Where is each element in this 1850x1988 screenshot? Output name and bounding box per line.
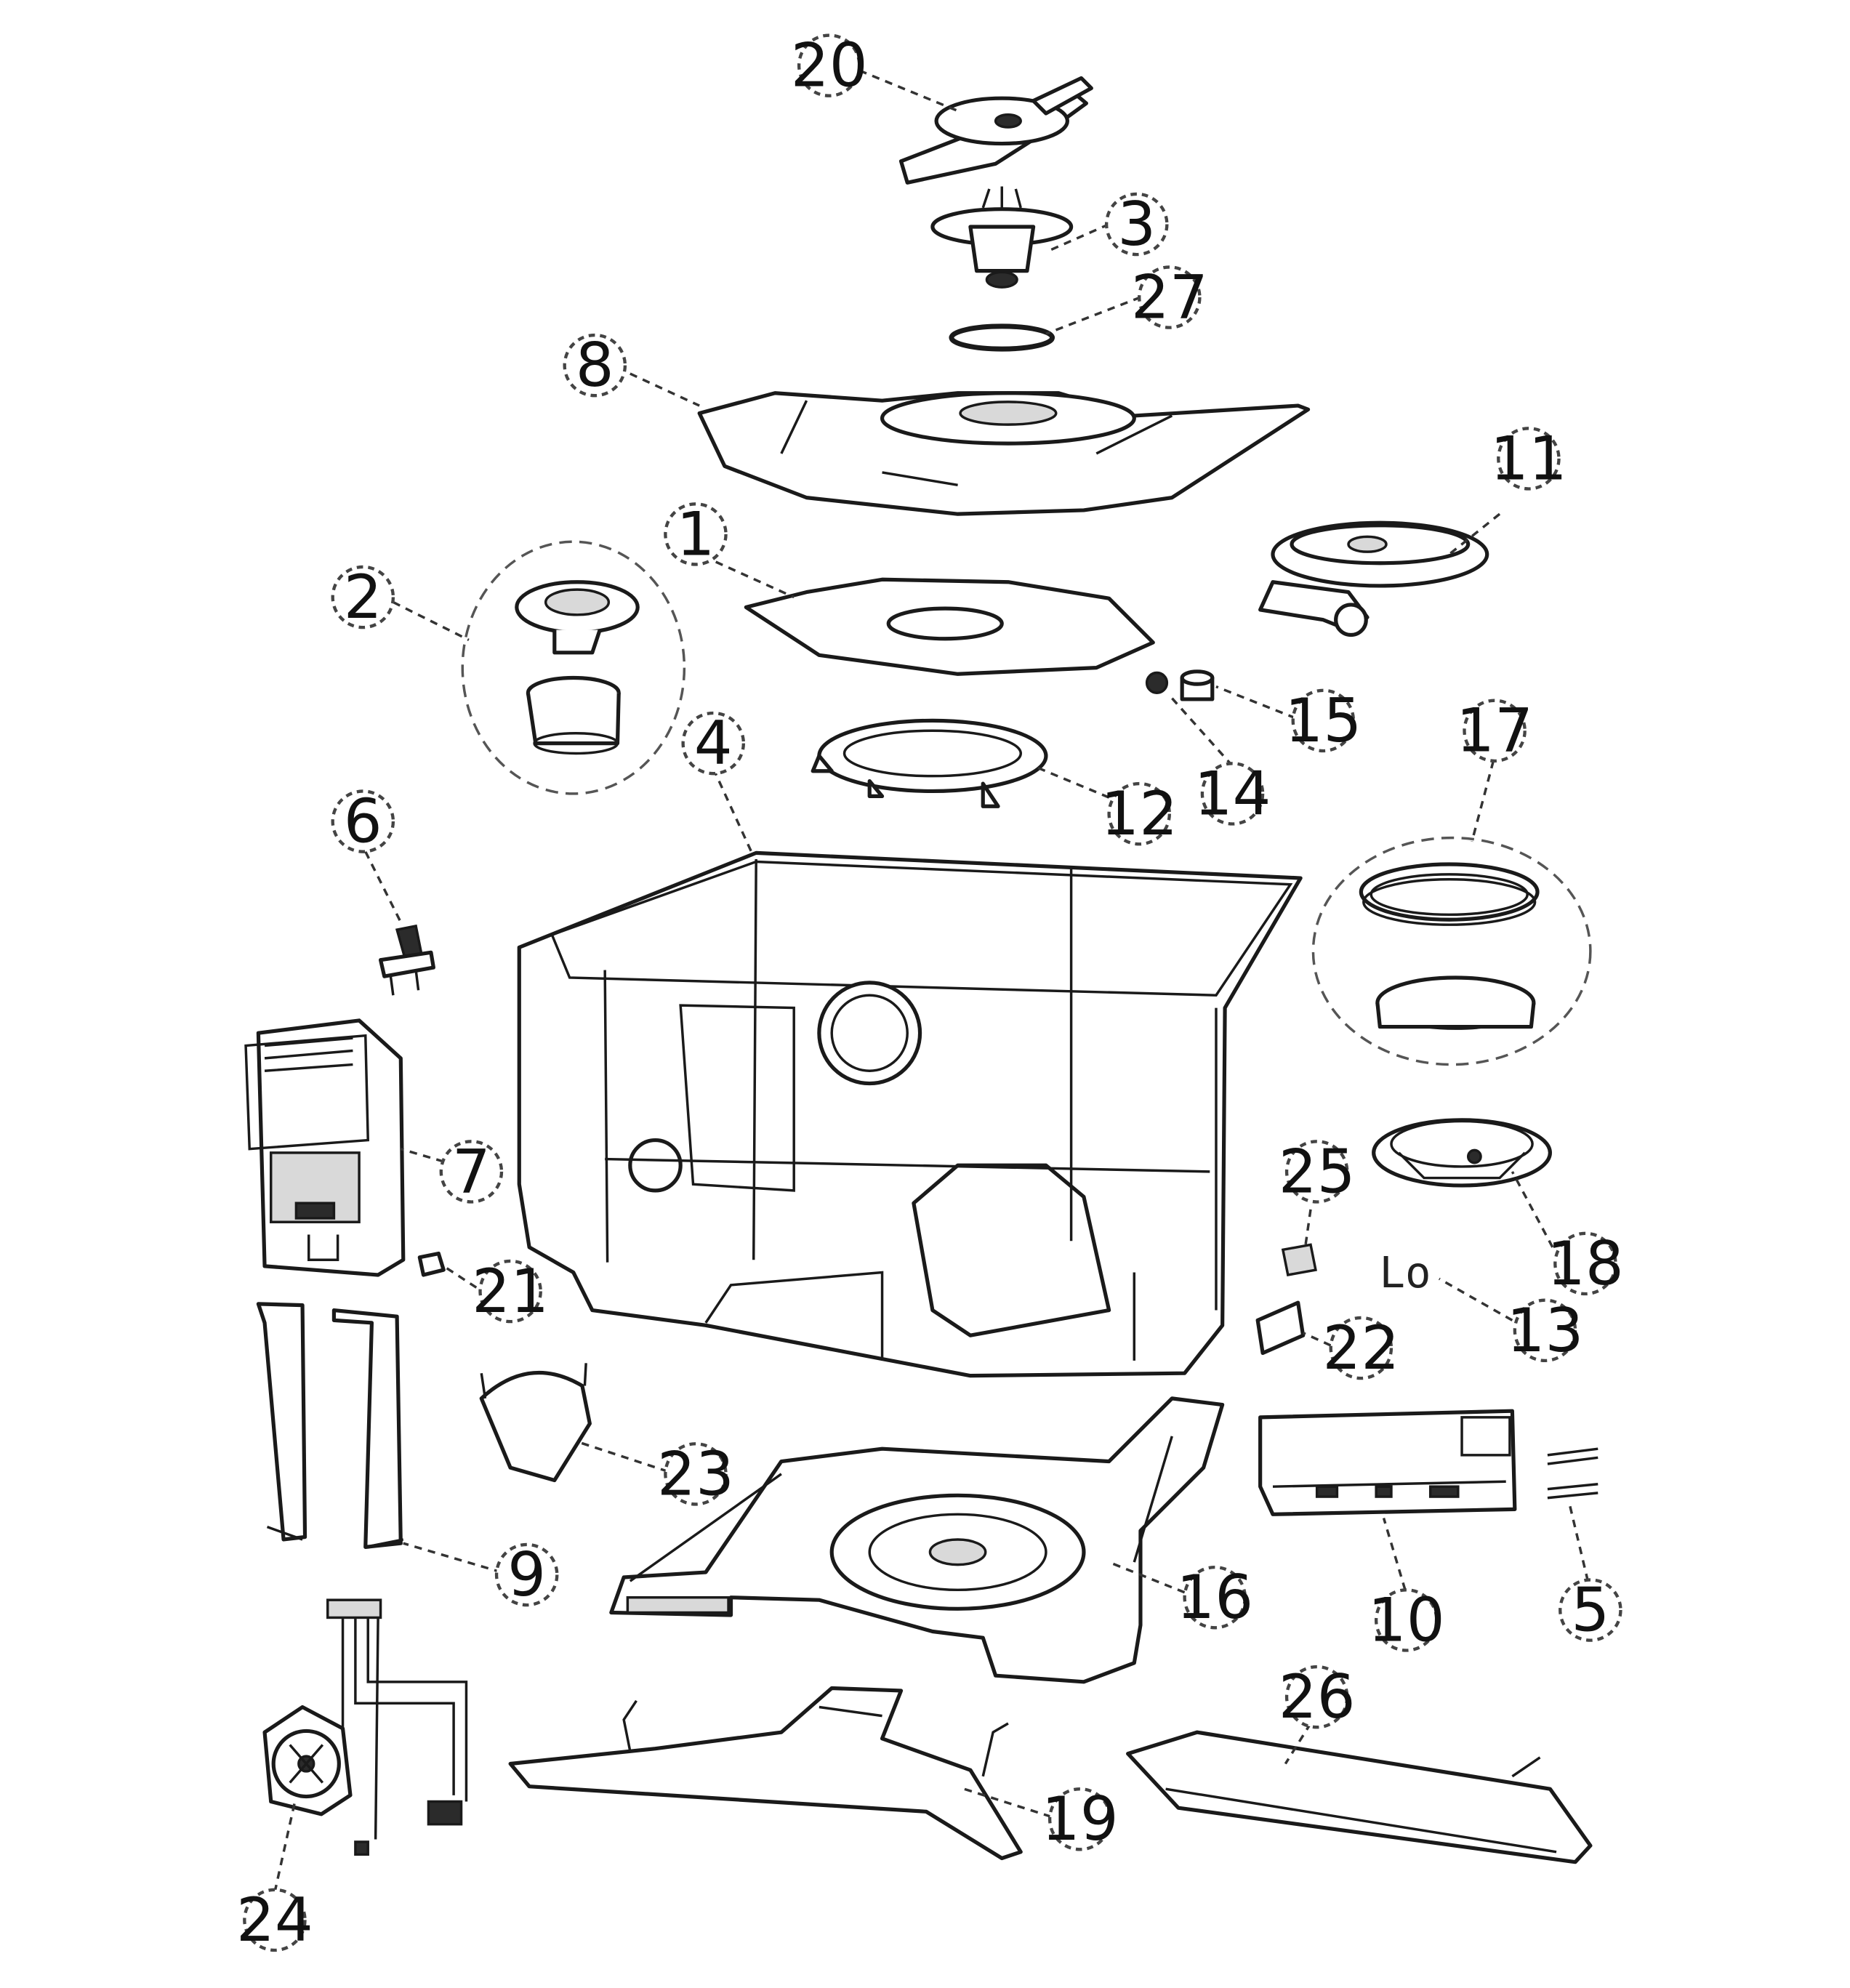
callout-10: 10 <box>1368 1585 1445 1655</box>
callout-27: 27 <box>1131 262 1208 333</box>
part-11-pump <box>1258 520 1489 637</box>
part-24-drain-pump <box>262 1598 468 1856</box>
leader-lines <box>273 69 1590 1893</box>
callout-7: 7 <box>439 1136 504 1207</box>
callout-17: 17 <box>1456 696 1533 766</box>
callout-19: 19 <box>1042 1784 1119 1854</box>
callout-11: 11 <box>1490 423 1567 494</box>
part-26-kick-plate <box>1126 1730 1593 1864</box>
svg-text:5: 5 <box>1571 1575 1609 1646</box>
part-10-control-panel <box>1258 1409 1517 1516</box>
svg-text:2: 2 <box>344 562 382 632</box>
part-6-sensor <box>378 924 435 996</box>
part-19-spray-channel <box>508 1686 1023 1861</box>
svg-text:17: 17 <box>1456 696 1533 766</box>
svg-text:26: 26 <box>1279 1662 1356 1732</box>
part-13-mark: Lo <box>1380 1247 1431 1297</box>
svg-text:25: 25 <box>1279 1136 1356 1207</box>
callout-13: 13 <box>1507 1295 1584 1366</box>
svg-text:19: 19 <box>1042 1784 1119 1854</box>
svg-text:23: 23 <box>657 1438 734 1509</box>
svg-text:18: 18 <box>1547 1228 1624 1299</box>
svg-text:9: 9 <box>507 1540 546 1610</box>
part-15-bushing <box>1180 669 1215 701</box>
callout-24: 24 <box>236 1885 313 1955</box>
svg-text:3: 3 <box>1117 189 1156 259</box>
callout-1: 1 <box>664 499 728 569</box>
callout-20: 20 <box>791 31 868 101</box>
callout-8: 8 <box>563 330 627 401</box>
part-9-bracket <box>256 1302 404 1549</box>
callout-2: 2 <box>331 562 395 632</box>
part-16-base <box>609 1396 1225 1684</box>
part-5-wires <box>1547 1447 1598 1500</box>
part-2-filter-group <box>461 540 686 795</box>
svg-text:7: 7 <box>452 1136 491 1207</box>
part-4-tub <box>517 850 1303 1378</box>
svg-text:27: 27 <box>1131 262 1208 333</box>
part-1-filter-plate <box>744 577 1155 676</box>
callout-15: 15 <box>1284 685 1362 756</box>
svg-text:22: 22 <box>1322 1313 1399 1383</box>
part-18-sump <box>1372 1118 1552 1188</box>
callout-6: 6 <box>331 786 395 857</box>
svg-text:12: 12 <box>1101 778 1178 849</box>
part-3-impeller <box>930 186 1074 289</box>
part-12-mounting-ring <box>811 718 1048 808</box>
part-25-clip <box>1281 1243 1317 1277</box>
callout-3: 3 <box>1104 189 1169 259</box>
callout-26: 26 <box>1279 1662 1356 1732</box>
callout-23: 23 <box>657 1438 734 1509</box>
callout-12: 12 <box>1101 778 1178 849</box>
svg-text:4: 4 <box>694 708 733 778</box>
callout-16: 16 <box>1176 1562 1253 1633</box>
part-14-ball <box>1145 671 1169 694</box>
svg-text:16: 16 <box>1176 1562 1253 1633</box>
svg-text:20: 20 <box>791 31 868 101</box>
callout-9: 9 <box>494 1540 559 1610</box>
part-7-control-module <box>244 1018 406 1277</box>
part-8-filter-plate <box>697 391 1311 516</box>
svg-text:8: 8 <box>576 330 614 401</box>
callout-18: 18 <box>1547 1228 1624 1299</box>
svg-text:11: 11 <box>1490 423 1567 494</box>
callout-21: 21 <box>472 1256 549 1327</box>
part-21-clip <box>417 1251 446 1277</box>
svg-text:21: 21 <box>472 1256 549 1327</box>
part-17-seal-group <box>1311 836 1592 1066</box>
callout-14: 14 <box>1194 758 1271 829</box>
svg-text:6: 6 <box>344 786 382 857</box>
part-27-o-ring <box>949 323 1055 352</box>
svg-text:15: 15 <box>1284 685 1362 756</box>
svg-text:10: 10 <box>1368 1585 1445 1655</box>
part-23-clamp <box>479 1363 592 1483</box>
svg-text:13: 13 <box>1507 1295 1584 1366</box>
svg-text:14: 14 <box>1194 758 1271 829</box>
callout-5: 5 <box>1559 1575 1622 1646</box>
callout-22: 22 <box>1322 1313 1399 1383</box>
part-20-spray-arm <box>898 76 1093 185</box>
callout-4: 4 <box>681 708 746 778</box>
svg-text:1: 1 <box>677 499 715 569</box>
callout-25: 25 <box>1279 1136 1356 1207</box>
svg-text:24: 24 <box>236 1885 313 1955</box>
part-22-strip <box>1255 1300 1306 1356</box>
